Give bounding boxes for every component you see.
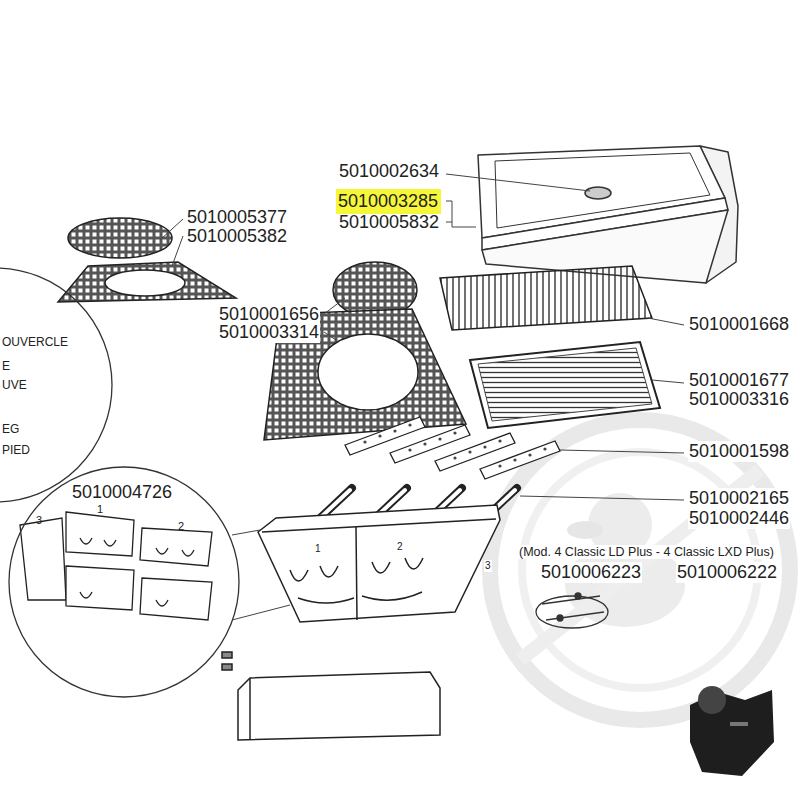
part-number: 5010003314 [218, 322, 320, 343]
legend-circle: OUVERCLE E UVE EG PIED [0, 267, 113, 503]
callout-number: 1 [97, 503, 103, 516]
grill-grate [264, 262, 466, 440]
part-number: 5010002634 [338, 161, 440, 182]
heat-shield-panels [20, 512, 212, 620]
part-number: 5010001668 [688, 314, 790, 335]
callout-number: 3 [36, 514, 42, 527]
part-number: 5010005832 [338, 212, 440, 233]
part-number: 5010003285 [338, 191, 438, 212]
lid [478, 146, 738, 283]
legend-text: E [2, 360, 10, 374]
part-number: 5010003316 [688, 389, 790, 410]
firebox [258, 505, 500, 622]
part-number: 5010002165 [688, 488, 790, 509]
part-number: 5010001598 [688, 441, 790, 462]
gas-hose [536, 593, 608, 628]
griddle-plate [470, 342, 660, 428]
part-number: 5010001677 [688, 370, 790, 391]
part-number: 5010004726 [72, 482, 172, 503]
warming-rack [440, 266, 652, 330]
front-panel [222, 652, 440, 740]
part-number: 5010006223 [540, 562, 642, 583]
callout-number: 2 [396, 541, 404, 553]
legend-text: EG [2, 423, 19, 437]
flavorizer-bars [345, 417, 560, 479]
zoom-circle: 5010004726 3 1 2 [8, 466, 240, 698]
part-number: 5010005377 [186, 207, 288, 228]
legend-text: UVE [2, 379, 27, 393]
legend-text: PIED [2, 444, 30, 458]
legend-text: OUVERCLE [2, 336, 68, 350]
highlight-box: 5010003285 [336, 189, 441, 214]
model-note: (Mod. 4 Classic LD Plus - 4 Classic LXD … [518, 545, 775, 559]
callout-number: 2 [178, 520, 184, 533]
part-number: 5010006222 [676, 562, 778, 583]
watermark [490, 420, 790, 720]
gas-regulator [690, 686, 774, 776]
part-number: 5010002446 [688, 508, 790, 529]
part-number: 5010005382 [186, 226, 288, 247]
callout-number: 1 [314, 543, 322, 555]
callout-number: 3 [484, 560, 492, 572]
